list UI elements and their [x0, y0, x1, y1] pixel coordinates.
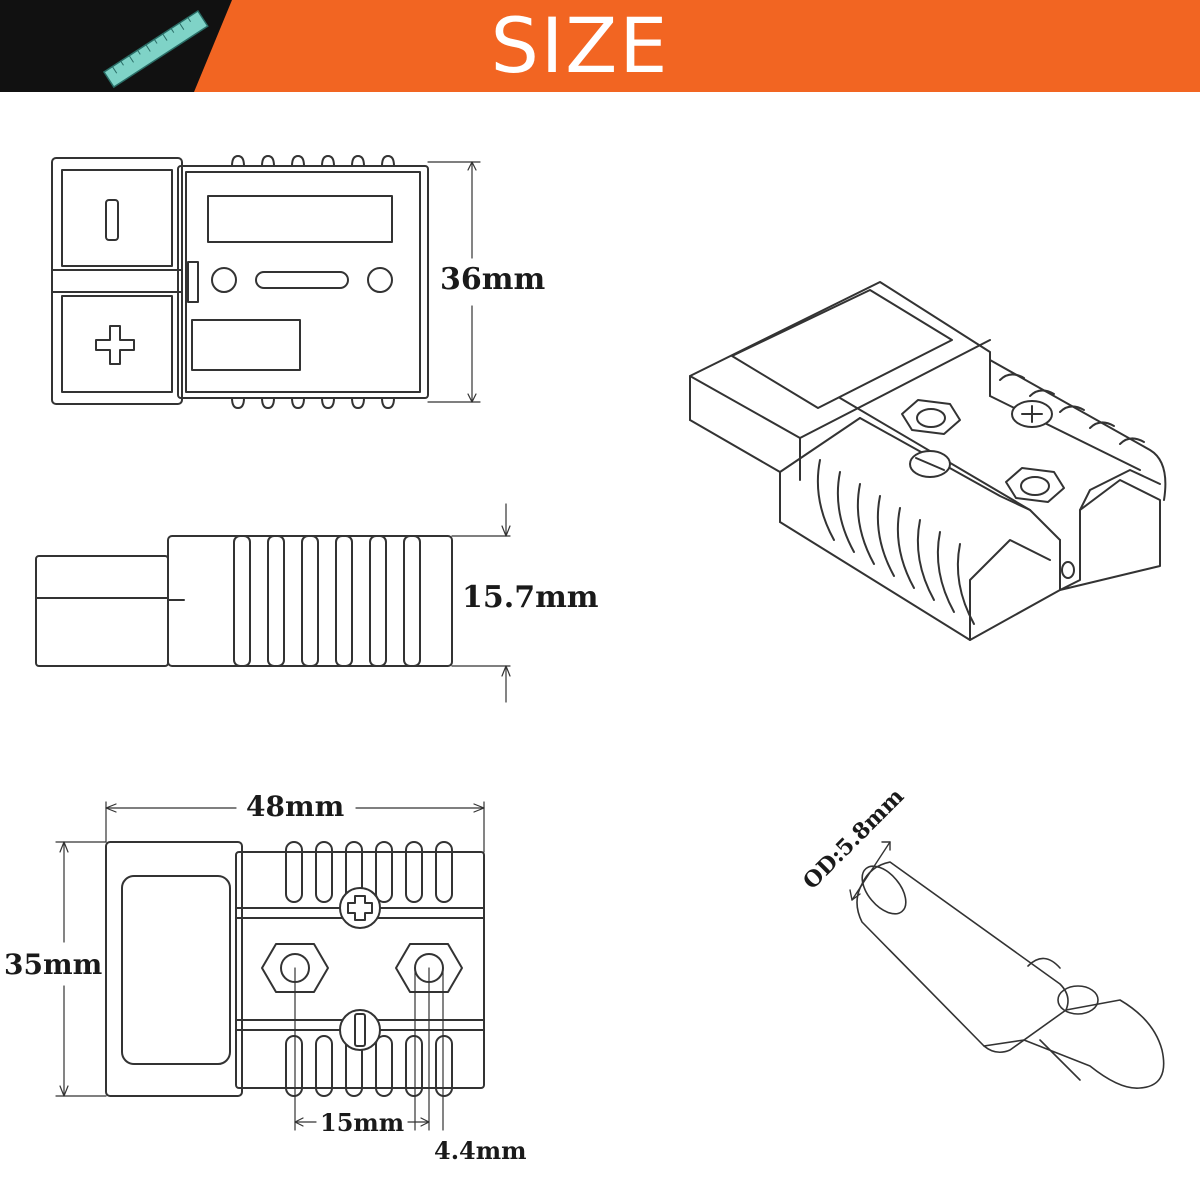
iso-hex-nut-left — [902, 400, 960, 434]
dimension-line-15-7mm — [452, 504, 510, 702]
top-ribs — [232, 156, 394, 408]
title-banner — [0, 0, 1200, 92]
top-view-drawing — [52, 156, 480, 408]
side-ribs — [234, 536, 420, 666]
dimension-label-48mm: 48mm — [246, 790, 345, 823]
connector-isometric-drawing — [690, 282, 1165, 640]
plus-symbol — [96, 326, 134, 364]
plus-screw-icon — [340, 888, 380, 928]
bottom-ribs — [286, 842, 452, 1096]
minus-slot-symbol — [106, 200, 118, 240]
dimension-line-48mm — [106, 802, 484, 852]
dimension-label-15-7mm: 15.7mm — [462, 580, 599, 615]
dimension-label-15mm: 15mm — [320, 1108, 405, 1137]
dimension-line-35mm — [56, 842, 106, 1096]
terminal-pin-drawing — [850, 842, 1164, 1088]
bottom-view-drawing — [56, 802, 484, 1130]
dimension-line-15mm — [295, 968, 429, 1130]
dimension-label-36mm: 36mm — [440, 262, 546, 297]
iso-slot-screw — [910, 451, 950, 477]
dimension-line-4-4mm — [415, 968, 443, 1130]
side-view-drawing — [36, 504, 510, 702]
dimension-label-35mm: 35mm — [4, 948, 103, 981]
iso-hex-nut-right — [1006, 468, 1064, 502]
page-title: SIZE — [490, 1, 670, 90]
dimension-line-36mm — [428, 162, 480, 402]
slot-screw-icon — [340, 1010, 380, 1050]
ruler-icon — [102, 9, 209, 89]
dimension-label-4-4mm: 4.4mm — [434, 1136, 527, 1165]
iso-ribs — [818, 374, 1144, 624]
iso-plus-screw — [1012, 401, 1052, 427]
od-arrow — [850, 842, 890, 900]
